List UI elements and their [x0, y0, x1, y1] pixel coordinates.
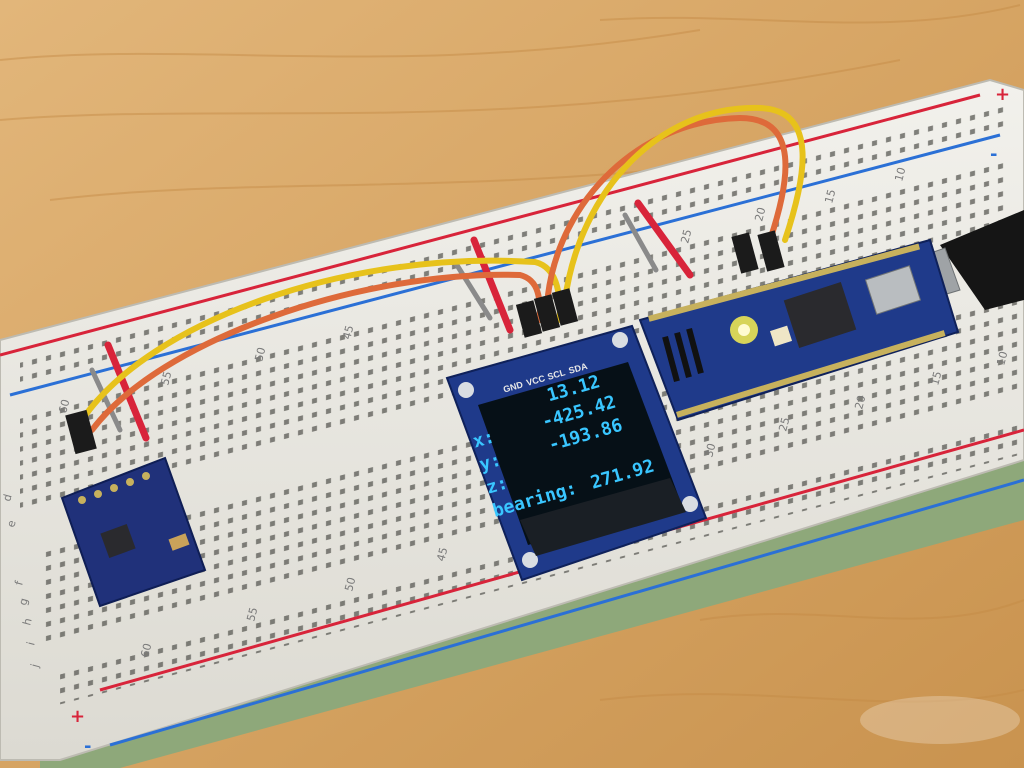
column-number: 55 [244, 606, 260, 623]
nano-pin-headers-left [662, 328, 704, 382]
microcontroller-icon [638, 238, 960, 422]
column-number: 55 [158, 370, 174, 387]
row-letter: f [12, 579, 26, 587]
bottom-blue-rail [109, 478, 1024, 747]
nano-usb-port [864, 265, 922, 315]
oled-glass-bezel [520, 478, 686, 556]
orange-wire-left [89, 271, 543, 433]
column-number: 60 [138, 642, 154, 659]
dupont-connectors [65, 230, 785, 455]
column-number: 15 [928, 370, 944, 387]
row-letter: h [20, 617, 34, 627]
row-letter: g [16, 597, 30, 607]
column-number: 25 [678, 228, 694, 245]
bottom-plus-sign: + [70, 706, 85, 727]
nano-chip [783, 281, 857, 349]
top-minus-sign: - [990, 144, 997, 165]
bottom-minus-sign: - [84, 736, 91, 757]
column-number: 25 [776, 416, 792, 433]
sensor-capacitor [168, 533, 190, 551]
row-letters: d e f g h i j [0, 493, 41, 670]
column-number: 15 [822, 188, 838, 205]
yellow-wire-left [79, 257, 563, 423]
row-letter: e [4, 519, 18, 529]
sensor-chip [100, 523, 136, 559]
top-blue-rail [9, 133, 1001, 397]
column-number: 10 [994, 350, 1010, 367]
oled-mount-holes [458, 332, 698, 568]
column-numbers: 45 50 55 60 10 15 20 25 45 50 55 60 10 1… [56, 166, 1010, 659]
top-plus-sign: + [995, 84, 1010, 105]
column-number: 45 [434, 546, 450, 563]
column-number: 45 [340, 324, 356, 341]
column-number: 20 [752, 206, 768, 223]
nano-reset-button [769, 325, 793, 347]
column-number: 50 [342, 576, 358, 593]
column-number: 20 [852, 394, 868, 411]
nano-header-pins [648, 243, 946, 418]
row-letter: i [24, 640, 37, 646]
light-glare [860, 696, 1020, 744]
oled-display-icon: GND VCC SCL SDA 13.12 x: -425.42 y: -193… [445, 324, 708, 582]
column-number: 50 [252, 346, 268, 363]
column-number: 10 [892, 166, 908, 183]
oled-pin-scl: SCL [546, 367, 567, 382]
sensor-module-icon [60, 456, 207, 608]
row-letter: j [28, 662, 42, 669]
column-number: 30 [702, 442, 718, 459]
column-number: 60 [56, 398, 72, 415]
orange-wire-right [545, 114, 789, 298]
long-jumper-wires [79, 104, 806, 433]
top-red-rail [0, 93, 981, 357]
yellow-wire-right [562, 104, 806, 303]
row-letter: d [0, 493, 14, 503]
sensor-header-pins [78, 472, 150, 504]
